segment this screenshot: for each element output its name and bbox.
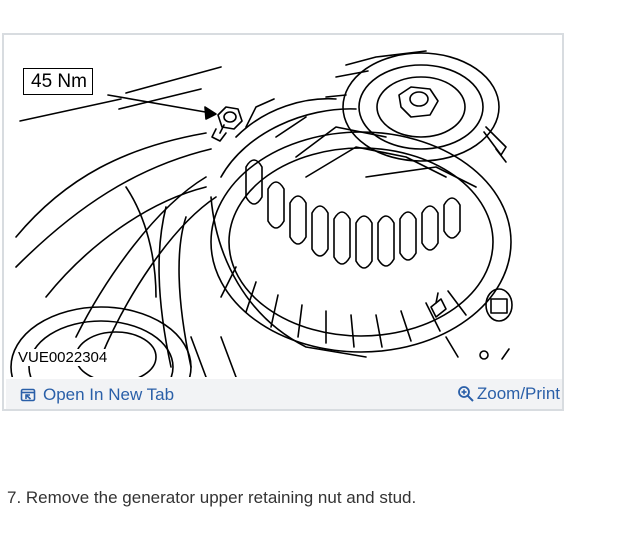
open-in-new-tab-label: Open In New Tab <box>43 385 175 404</box>
torque-spec-label: 45 Nm <box>23 68 93 95</box>
figure-toolbar: Open In New Tab Zoom/Print <box>6 379 562 409</box>
figure-container: 45 Nm VUE0022304 Open In New Tab <box>2 33 564 411</box>
figure-code: VUE0022304 <box>18 349 110 366</box>
step-instruction: 7. Remove the generator upper retaining … <box>7 488 417 507</box>
generator-illustration: 45 Nm VUE0022304 <box>6 37 562 377</box>
open-in-new-tab-link[interactable]: Open In New Tab <box>20 385 174 405</box>
zoom-print-label: Zoom/Print <box>476 384 560 403</box>
zoom-print-link[interactable]: Zoom/Print <box>457 384 560 404</box>
new-tab-icon <box>20 387 36 403</box>
magnifier-plus-icon <box>457 385 475 403</box>
